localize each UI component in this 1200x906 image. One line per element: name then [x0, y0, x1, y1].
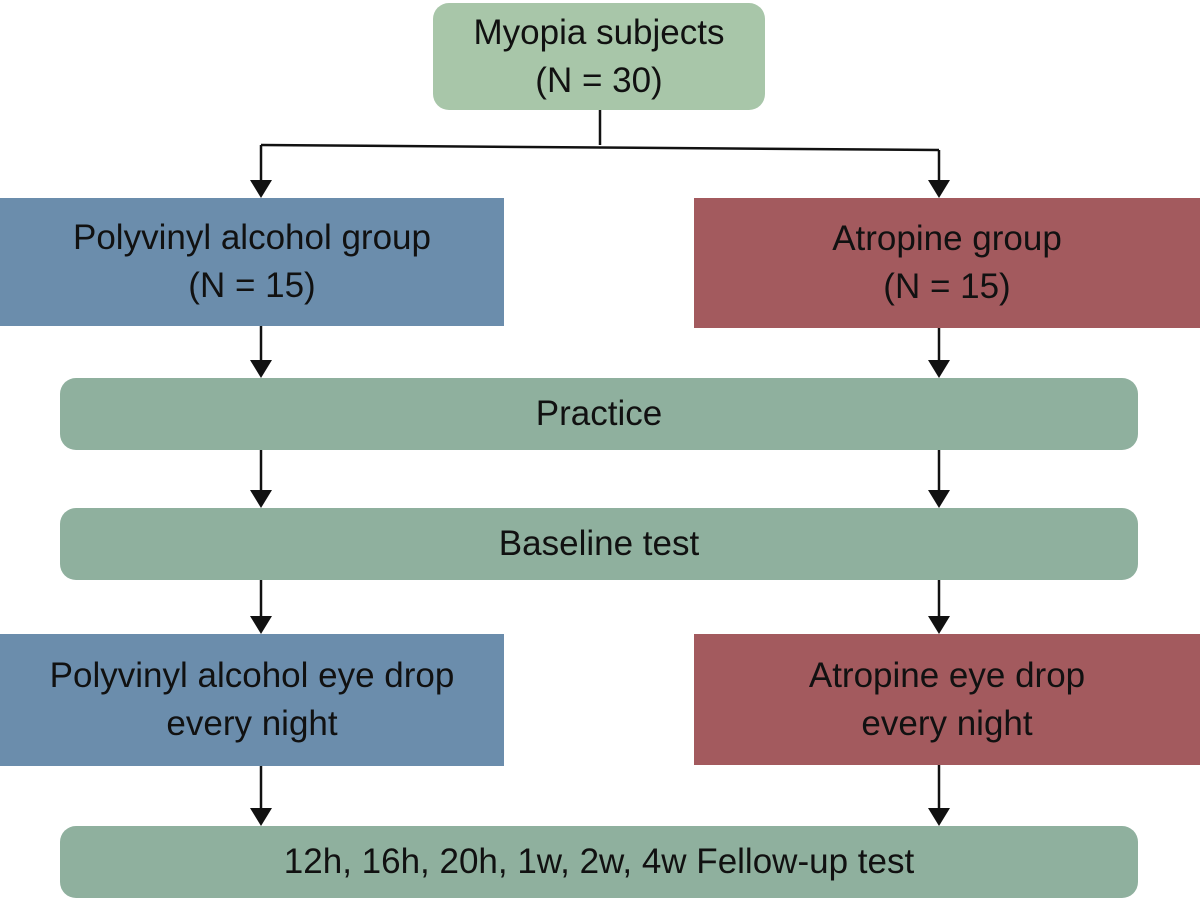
arrow-to-polyvinyl-group-head — [250, 180, 272, 198]
arrow-right-to-practice-head — [928, 360, 950, 378]
follow-up-test-box: 12h, 16h, 20h, 1w, 2w, 4w Fellow-up test — [60, 826, 1138, 898]
atropine-group-label: Atropine group — [832, 219, 1062, 258]
arrow-left-to-practice-head — [250, 360, 272, 378]
polyvinyl-alcohol-group-count: (N = 15) — [188, 266, 316, 305]
myopia-subjects-label: Myopia subjects — [473, 12, 725, 52]
atropine-group-box: Atropine group (N = 15) — [694, 198, 1200, 328]
atropine-eye-drop-frequency: every night — [861, 703, 1033, 743]
atropine-group-count: (N = 15) — [883, 267, 1011, 306]
atropine-eye-drop-box: Atropine eye drop every night — [694, 634, 1200, 765]
arrow-left-to-follow-up-head — [250, 808, 272, 826]
arrow-right-to-baseline-head — [928, 490, 950, 508]
baseline-test-label: Baseline test — [498, 524, 700, 563]
practice-box: Practice — [60, 378, 1138, 450]
arrow-to-atropine-eye-drop-head — [928, 616, 950, 634]
practice-label: Practice — [535, 394, 663, 433]
follow-up-test-label: 12h, 16h, 20h, 1w, 2w, 4w Fellow-up test — [283, 842, 915, 881]
polyvinyl-alcohol-eye-drop-label: Polyvinyl alcohol eye drop — [49, 656, 455, 695]
arrow-to-polyvinyl-eye-drop-head — [250, 616, 272, 634]
polyvinyl-alcohol-group-box: Polyvinyl alcohol group (N = 15) — [0, 198, 504, 326]
myopia-subjects-box: Myopia subjects (N = 30) — [433, 3, 765, 110]
myopia-subjects-count: (N = 30) — [535, 60, 663, 100]
arrow-to-atropine-group-head — [928, 180, 950, 198]
atropine-eye-drop-label: Atropine eye drop — [808, 655, 1086, 695]
polyvinyl-alcohol-group-label: Polyvinyl alcohol group — [73, 218, 431, 257]
polyvinyl-alcohol-eye-drop-frequency: every night — [166, 704, 338, 743]
split-branch-line — [260, 143, 940, 152]
polyvinyl-alcohol-eye-drop-box: Polyvinyl alcohol eye drop every night — [0, 634, 504, 766]
arrow-left-to-baseline-head — [250, 490, 272, 508]
baseline-test-box: Baseline test — [60, 508, 1138, 580]
arrow-right-to-follow-up-head — [928, 808, 950, 826]
